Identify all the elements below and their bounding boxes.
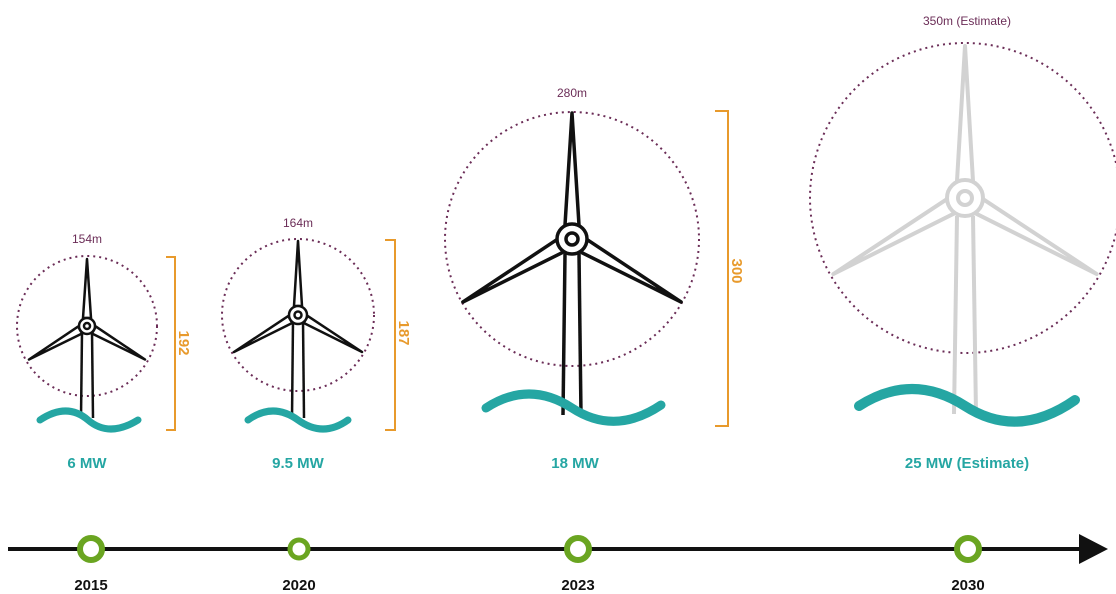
tower: [290, 320, 306, 419]
height-bracket: [715, 110, 729, 427]
blades: [27, 257, 147, 361]
rotor-circle: [16, 255, 158, 397]
rotor-diameter-label: 164m: [283, 216, 313, 230]
height-label: 300: [728, 258, 745, 283]
hub: [555, 222, 589, 256]
blades: [831, 44, 1099, 276]
rotor-diameter-label: 350m (Estimate): [923, 14, 1011, 28]
turbine-2020: 164m 187 9.5 MW: [221, 216, 412, 472]
rotor-circle: [221, 238, 375, 392]
timeline-arrowhead: [1079, 534, 1108, 564]
timeline-marker-2020: [287, 537, 311, 561]
hub: [287, 304, 309, 326]
timeline-marker-2023: [564, 535, 592, 563]
blades: [461, 111, 683, 304]
year-label-2020: 2020: [282, 577, 315, 594]
rotor-circle: [809, 42, 1116, 354]
sea-wave: [36, 407, 142, 433]
tower: [952, 215, 978, 415]
blades: [232, 239, 364, 354]
turbine-2030: 350m (Estimate) 25 MW (Estimate): [809, 14, 1116, 472]
sea-wave: [854, 384, 1080, 427]
year-label-2030: 2030: [951, 577, 984, 594]
year-label-2023: 2023: [561, 577, 594, 594]
hub: [945, 178, 985, 218]
power-label: 18 MW: [551, 455, 599, 472]
rotor-diameter-label: 280m: [557, 86, 587, 100]
timeline: 2015 2020 2023 2030: [8, 534, 1108, 594]
height-label: 187: [395, 320, 412, 345]
timeline-marker-2015: [77, 535, 105, 563]
sea-wave: [244, 407, 352, 433]
power-label: 6 MW: [67, 455, 107, 472]
power-label: 9.5 MW: [272, 455, 325, 472]
turbine-2015: 154m 192 6 MW: [16, 232, 192, 472]
turbine-2023: 280m 300 18 MW: [444, 86, 745, 472]
timeline-marker-2030: [954, 535, 982, 563]
sea-wave: [481, 389, 666, 426]
rotor-circle: [444, 111, 700, 367]
tower: [79, 331, 95, 419]
year-label-2015: 2015: [74, 577, 107, 594]
power-label: 25 MW (Estimate): [905, 455, 1029, 472]
height-label: 192: [175, 330, 192, 355]
height-bracket: [166, 256, 176, 431]
hub: [77, 316, 97, 336]
tower: [561, 253, 583, 416]
rotor-diameter-label: 154m: [72, 232, 102, 246]
height-bracket: [385, 239, 396, 431]
